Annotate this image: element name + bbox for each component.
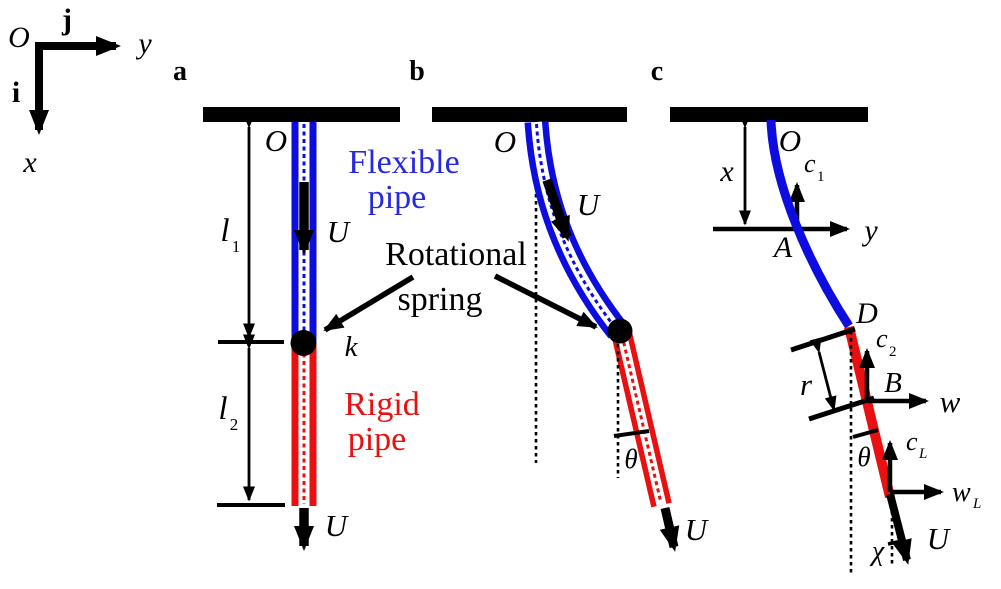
offset-r-label: r [800,367,813,402]
flow-label-c: U [927,521,952,556]
deflection-w-label: w [940,384,961,419]
panel-c-label: c [651,56,663,87]
spring-pointer-arrow-right [493,273,598,330]
y-axis-label: y [135,27,152,60]
r-tick-at-D [790,326,856,353]
x-axis-label: x [22,146,37,179]
rigid-pipe-centerline-c [844,325,895,499]
flow-arrow-bottom-b [659,506,680,552]
point-D-label: D [855,297,878,330]
rotational-spring-text-line2: spring [398,281,483,318]
flexible-pipe-centerline-c [766,119,853,329]
flow-label-b: U [577,187,602,222]
spring-pointer-arrow-left [323,274,415,333]
rotational-spring-annotation: Rotational spring [323,236,598,333]
chi-label-c: χ [869,536,885,567]
coordinate-frame: O j y i x [8,3,152,179]
frame-cL-subscript: L [918,446,927,462]
length2-subscript: 2 [230,415,239,434]
length2-label: l [218,391,227,427]
flow-label-bottom-a: U [325,508,350,543]
spring-stiffness-label: k [345,331,359,363]
flow-arrow-c [886,493,912,565]
rotational-spring-dot-b [607,318,633,344]
svg-text:pipe: pipe [368,179,427,216]
flow-arrow-b [542,178,572,242]
flow-label-bottom-b: U [685,512,710,547]
ceiling-support-a [203,107,400,122]
frame-origin-label: O [8,21,30,54]
theta-angle-tick-c [852,428,879,439]
point-A-label: A [772,231,793,264]
rotational-spring-dot-a [290,330,317,356]
rigid-pipe-caption: Rigid pipe [344,386,420,458]
svg-text:Flexible: Flexible [348,144,459,181]
unit-vector-j-label: j [61,3,72,36]
panel-a: a O U l 1 l 2 k U Flexib [173,56,460,551]
r-tick-at-B [808,395,875,422]
frame-c1-subscript: 1 [817,169,825,185]
frame-cL-label: c [906,427,918,456]
theta-angle-tick-b [613,429,650,438]
rigid-pipe-b [611,330,672,508]
ceiling-support-b [432,107,627,122]
deflection-wL-label: w [952,477,971,508]
panel-a-label: a [173,56,187,87]
unit-vector-i-label: i [12,76,20,109]
length1-label: l [220,213,229,249]
point-B-label: B [884,367,902,399]
theta-label-c: θ [857,442,870,472]
panel-b-label: b [409,56,425,87]
frame-c2-subscript: 2 [889,344,897,360]
deflection-wL-subscript: L [972,496,981,512]
flow-label-top-a: U [327,214,352,249]
panel-b: b O U θ U [409,56,710,552]
rotational-spring-text-line1: Rotational [385,236,527,273]
chi-angle-tick-c [887,539,903,546]
length1-subscript: 1 [232,237,241,256]
svg-text:Rigid: Rigid [344,386,420,423]
dim-line-r [809,337,837,412]
svg-text:pipe: pipe [348,421,407,458]
y-axis-label-c: y [861,214,878,247]
origin-label-b: O [494,124,516,159]
ceiling-support-c [670,107,868,122]
depth-x-label: x [719,155,734,188]
frame-c2-label: c [876,324,888,353]
origin-label-a: O [265,123,287,158]
panel-c: c x y c 1 A O D r c 2 B w θ [651,56,981,576]
theta-label-b: θ [624,444,637,474]
frame-c1-label: c [804,149,816,178]
flexible-pipe-b [524,121,628,339]
flexible-pipe-caption: Flexible pipe [348,144,459,216]
origin-label-c: O [779,123,801,158]
